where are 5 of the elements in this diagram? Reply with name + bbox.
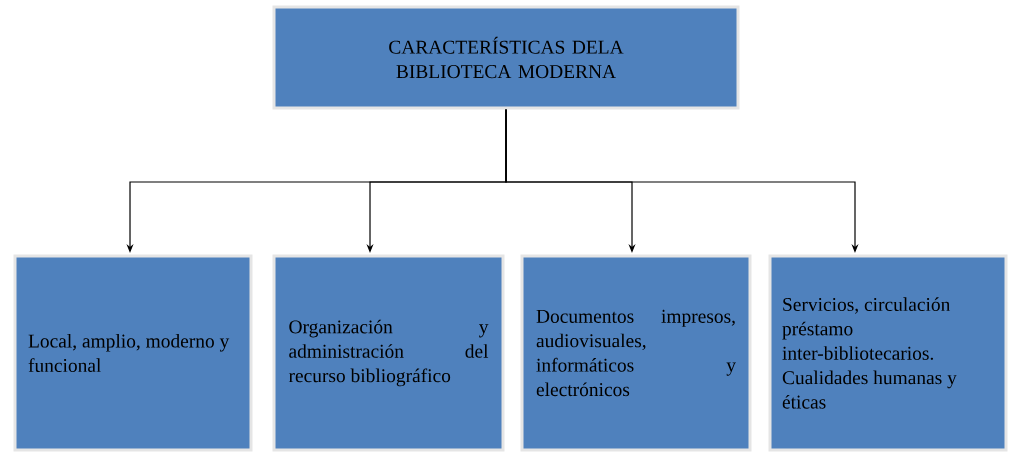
category-box: Local, amplio, moderno y funcional [13,254,253,452]
category-box: Servicios, circulación préstamo inter-bibliotecarios. Cualidades humanas y éticas [768,254,1008,452]
category-box: Organización y administración del recurso bibliográfico [272,254,505,452]
category-box: Documentos impresos, audiovisuales, informáticos y electrónicos [520,254,752,452]
title-box: CARACTERÍSTICAS DELA BIBLIOTECA MODERNA [272,5,740,110]
